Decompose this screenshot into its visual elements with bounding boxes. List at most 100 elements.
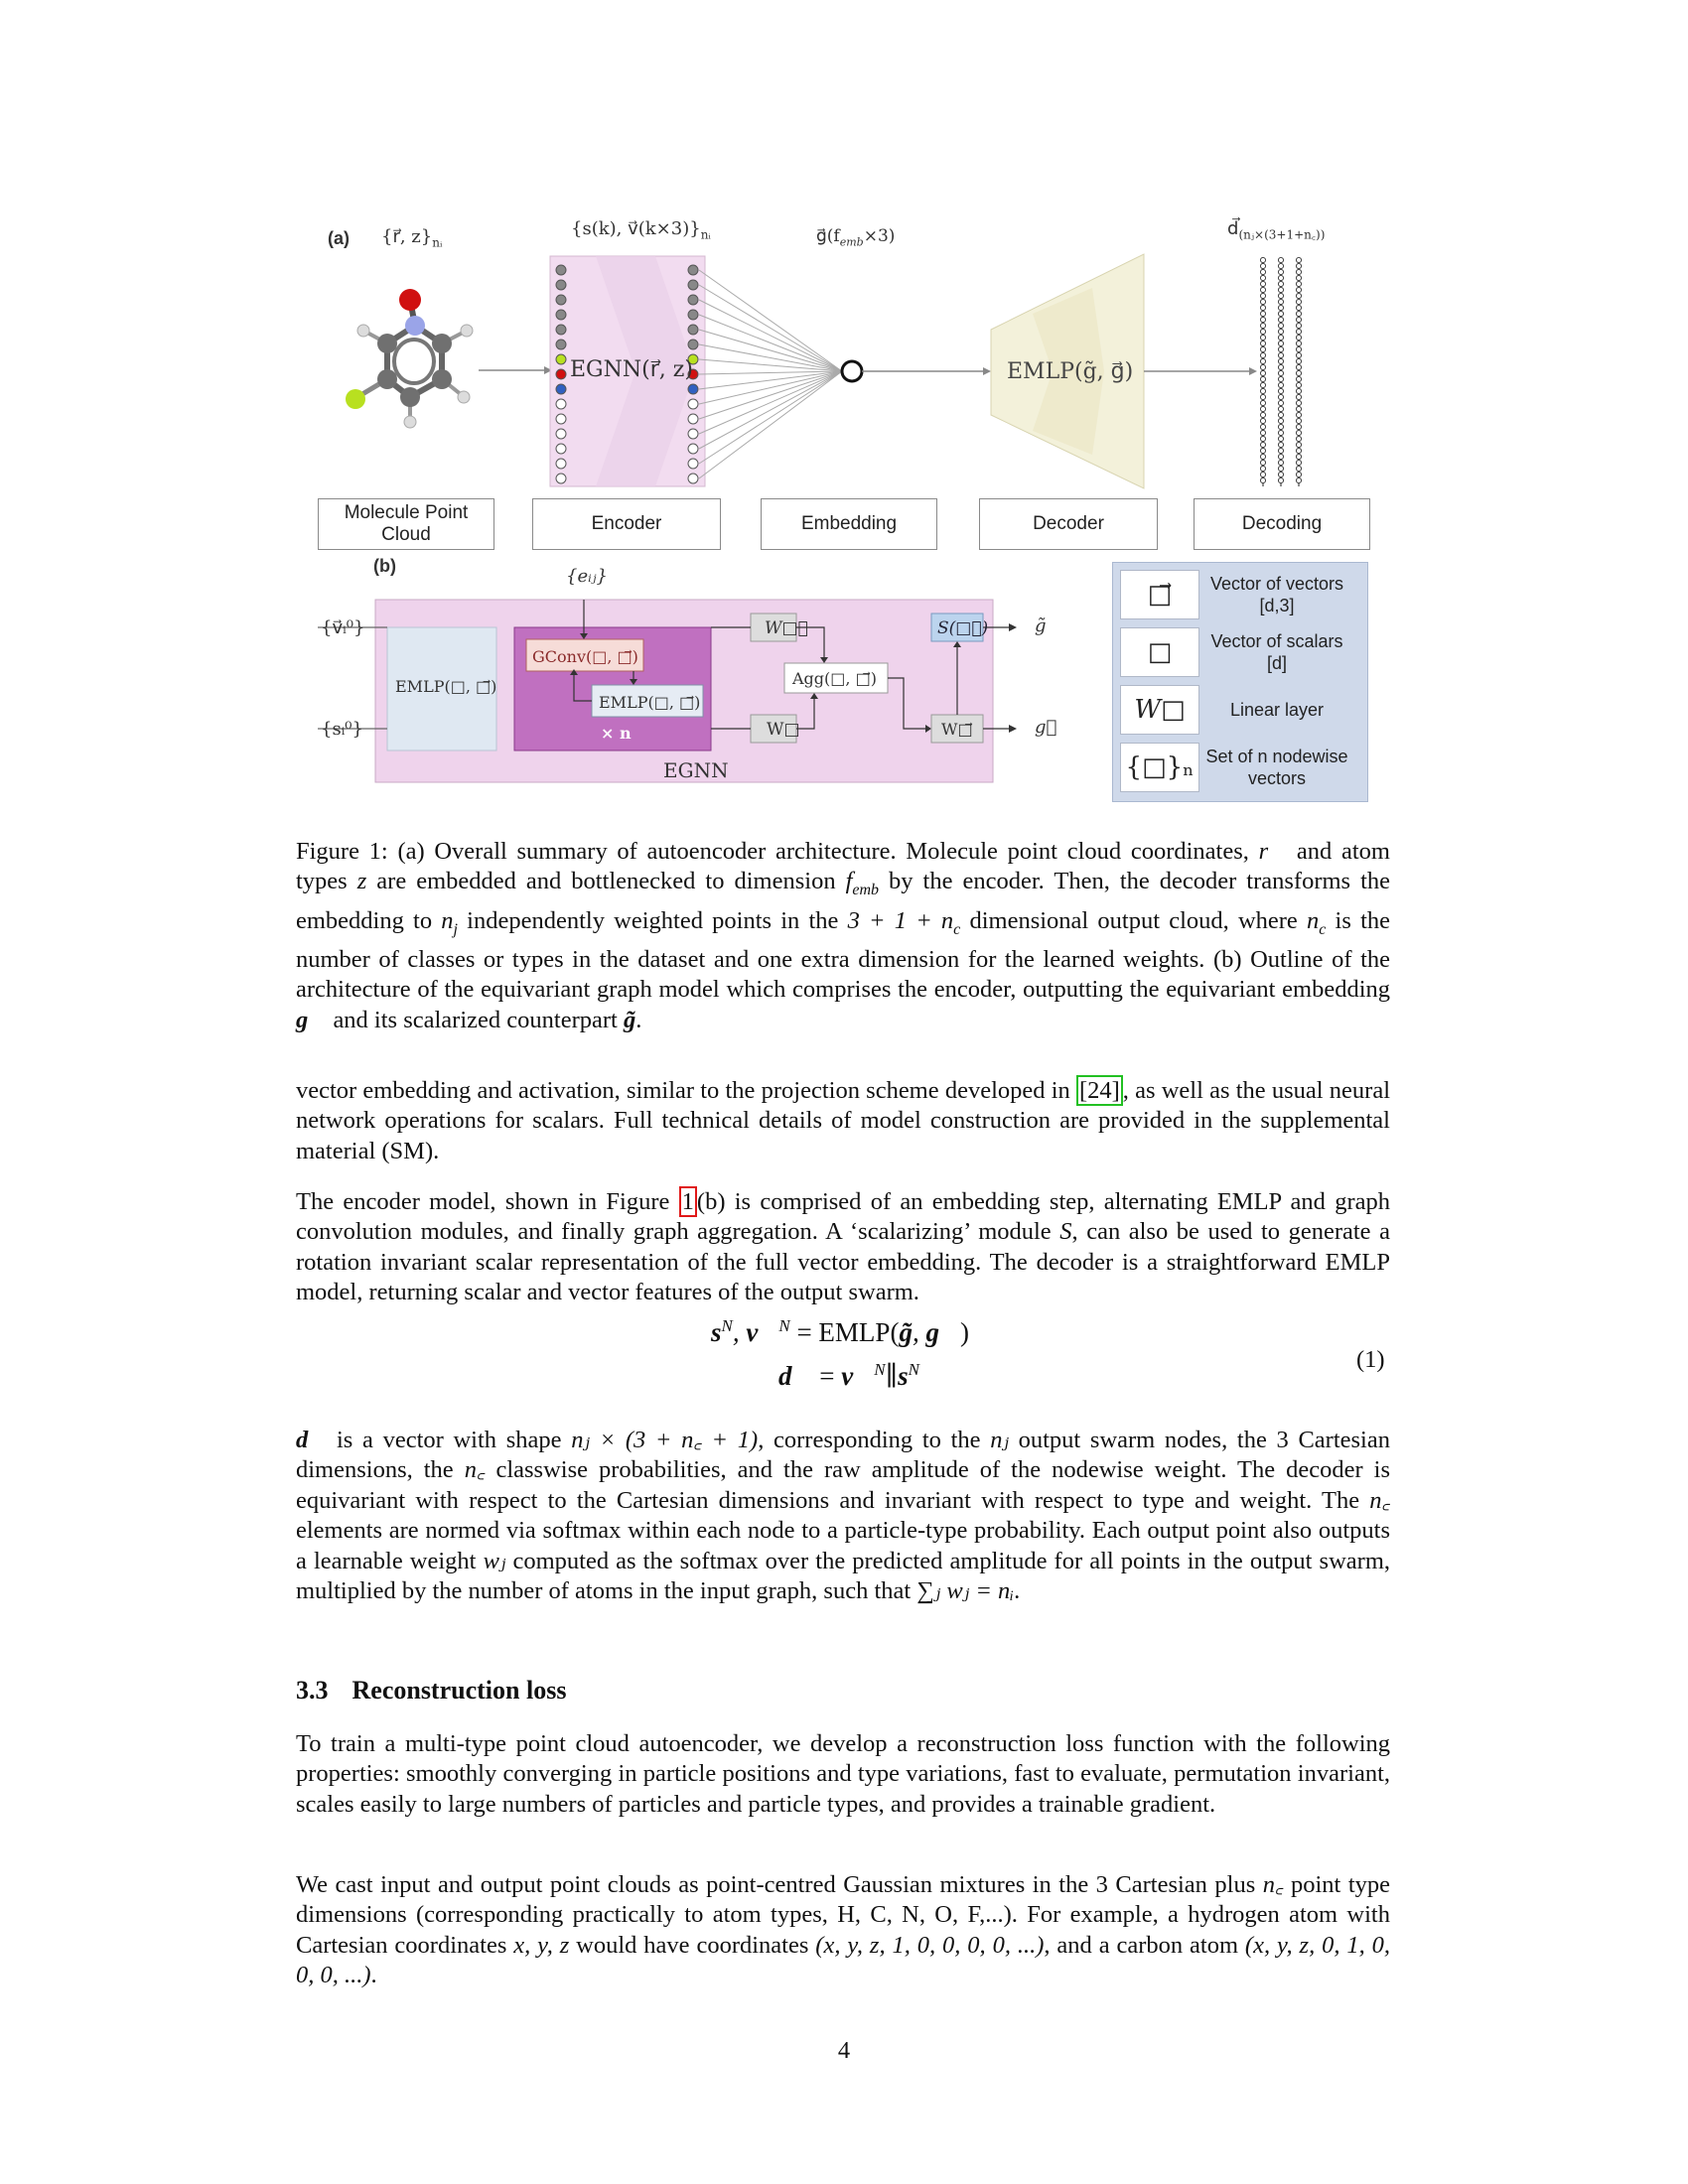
legend-item-linear: W□ Linear layer: [1120, 685, 1354, 735]
chain-dot: [1259, 310, 1267, 318]
chain-dot: [1259, 345, 1267, 353]
chain-dot: [1259, 387, 1267, 395]
chain-dot: [1277, 280, 1285, 288]
chain-dot: [1259, 322, 1267, 330]
chain-dot: [1277, 357, 1285, 365]
linear-symbol-icon: W□: [1120, 685, 1199, 735]
embedding-node: [840, 359, 864, 383]
chain-dot: [1259, 280, 1267, 288]
chain-dot: [1295, 441, 1303, 449]
paragraph-4: To train a multi-type point cloud autoen…: [296, 1730, 1390, 1818]
chain-dot: [1277, 274, 1285, 282]
chain-dot: [1277, 298, 1285, 306]
chain-dot: [1295, 369, 1303, 377]
chain-dot: [1259, 375, 1267, 383]
chain-dot: [1259, 453, 1267, 461]
panel-a-label: (a): [328, 228, 350, 248]
chain-dot: [1259, 393, 1267, 401]
figure-ref-link[interactable]: 1: [678, 1186, 697, 1217]
chain-dot: [1295, 316, 1303, 324]
chain-dot: [1259, 465, 1267, 473]
legend-item-scalar: □ Vector of scalars [d]: [1120, 627, 1354, 677]
chain-dot: [1277, 423, 1285, 431]
chain-dot: [1259, 298, 1267, 306]
legend-item-set: {□}ₙ Set of n nodewise vectors: [1120, 743, 1354, 792]
chain-dot: [1295, 417, 1303, 425]
set-symbol-icon: {□}ₙ: [1120, 743, 1199, 792]
agg-block: [783, 662, 889, 694]
chain-dot: [1259, 316, 1267, 324]
panel-b-diagram: [318, 599, 1017, 783]
chain-dot: [1277, 316, 1285, 324]
chain-dot: [1277, 435, 1285, 443]
chain-dot: [1277, 477, 1285, 484]
chain-dot: [1295, 268, 1303, 276]
chain-dot: [1277, 393, 1285, 401]
chain-dot: [1295, 429, 1303, 437]
output-scalar-label: g̃: [1035, 615, 1047, 636]
chain-dot: [1295, 262, 1303, 270]
gconv-label: GConv(□, □⃗): [532, 647, 638, 666]
chain-dot: [1259, 471, 1267, 478]
encoder-input-nodes: [555, 264, 567, 484]
embedding-label: g⃗(femb×3): [816, 226, 896, 249]
vector-input-label: {v⃗ᵢ⁰}: [321, 617, 365, 638]
emlp-inner-label: EMLP(□, □⃗): [599, 693, 701, 712]
chain-dot: [1295, 447, 1303, 455]
linear-vec-out-label: W□⃗: [941, 720, 973, 739]
stage-box-decoder: Decoder: [979, 498, 1158, 550]
equation-number: (1): [1356, 1346, 1385, 1373]
edge-feature-label: {eᵢⱼ}: [566, 566, 608, 587]
chain-dot: [1295, 322, 1303, 330]
chain-dot: [1277, 304, 1285, 312]
chain-dot: [1295, 411, 1303, 419]
chain-dot: [1277, 268, 1285, 276]
chain-dot: [1295, 357, 1303, 365]
scalar-input-label: {sᵢ⁰}: [321, 719, 363, 740]
chain-dot: [1259, 369, 1267, 377]
chain-dot: [1259, 441, 1267, 449]
egnn-label: EGNN: [663, 758, 729, 782]
citation-link[interactable]: [24]: [1075, 1075, 1123, 1106]
chain-dot: [1277, 387, 1285, 395]
linear-vec-top: [750, 613, 797, 642]
paragraph-5: We cast input and output point clouds as…: [296, 1871, 1391, 1989]
chain-dot: [1277, 417, 1285, 425]
chain-dot: [1277, 363, 1285, 371]
chain-dot: [1277, 345, 1285, 353]
chain-dot: [1259, 304, 1267, 312]
chain-dot: [1277, 340, 1285, 347]
chain-dot: [1277, 369, 1285, 377]
chain-dot: [1259, 262, 1267, 270]
chain-dot: [1259, 459, 1267, 467]
chain-dot: [1277, 399, 1285, 407]
stage-box-embedding: Embedding: [761, 498, 937, 550]
paragraph-1: vector embedding and activation, similar…: [296, 1075, 1390, 1164]
encoder-output-label: {s(k), v⃗(k×3)}nᵢ: [571, 218, 711, 242]
emlp-inner-block: [591, 684, 704, 718]
legend-item-vector: □⃗ Vector of vectors [d,3]: [1120, 570, 1354, 619]
chain-dot: [1295, 393, 1303, 401]
chain-dot: [1295, 387, 1303, 395]
chain-dot: [1295, 292, 1303, 300]
chain-dot: [1277, 334, 1285, 341]
chain-dot: [1295, 280, 1303, 288]
chain-dot: [1277, 286, 1285, 294]
chain-dot: [1259, 423, 1267, 431]
chain-dot: [1259, 292, 1267, 300]
chain-dot: [1295, 340, 1303, 347]
decoding-label: d⃗(nⱼ×(3+1+n꜀)): [1227, 218, 1326, 242]
chain-dot: [1259, 447, 1267, 455]
chain-dot: [1295, 399, 1303, 407]
chain-dot: [1295, 465, 1303, 473]
chain-dot: [1277, 328, 1285, 336]
emlp-input-block: [386, 626, 497, 751]
chain-dot: [1295, 345, 1303, 353]
paragraph-3: d⃗ is a vector with shape nⱼ × (3 + n꜀ +…: [296, 1427, 1391, 1605]
chain-dot: [1259, 381, 1267, 389]
linear-vec-top-label: W□⃗: [765, 618, 808, 638]
gconv-block: [525, 638, 644, 672]
scalarize-label: S(□⃗): [937, 618, 989, 638]
chain-dot: [1259, 363, 1267, 371]
